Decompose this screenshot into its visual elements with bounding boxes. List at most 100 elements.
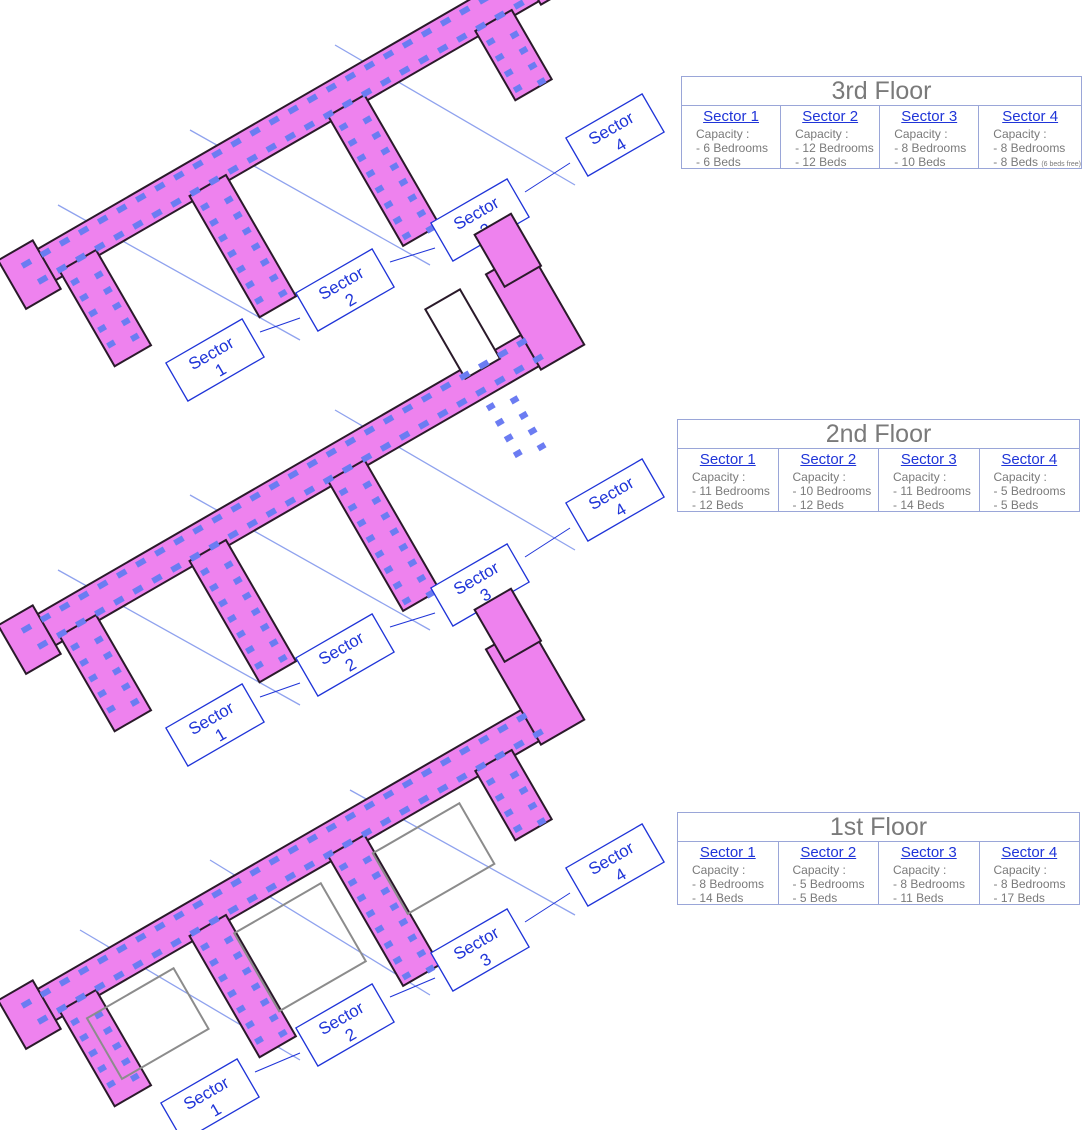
room-marker [496, 348, 509, 359]
room-marker [287, 104, 300, 115]
sector-cell-4: Sector 4 Capacity : - 5 Bedrooms - 5 Bed… [980, 449, 1080, 512]
room-marker [39, 612, 52, 623]
room-marker [494, 375, 506, 386]
beds-count: - 6 Beds [682, 155, 780, 169]
room-marker [218, 233, 228, 243]
room-marker [380, 146, 391, 156]
room-marker [246, 153, 259, 164]
beds-count: - 5 Beds [792, 891, 838, 905]
sector-cell-1: Sector 1 Capacity : - 8 Bedrooms - 14 Be… [678, 842, 779, 905]
sector-tag-box [565, 823, 665, 907]
room-marker [120, 317, 131, 327]
room-marker [303, 120, 316, 131]
beds-count: - 12 Beds [692, 498, 744, 512]
capacity-label: Capacity : [993, 863, 1047, 877]
room-marker [380, 511, 391, 521]
sector-tag-box [565, 458, 665, 542]
room-marker [111, 1041, 122, 1051]
sector-connector-line [259, 682, 301, 698]
room-marker [113, 230, 125, 241]
room-marker [439, 16, 452, 27]
room-marker [77, 965, 90, 976]
room-marker [436, 408, 449, 419]
room-marker [227, 529, 240, 540]
room-marker [382, 414, 395, 425]
wing-2 [188, 913, 298, 1059]
room-marker [227, 613, 237, 624]
sector-tag-box [295, 248, 395, 332]
bedrooms-count: - 6 Bedrooms [696, 141, 769, 155]
room-marker [254, 660, 264, 670]
room-marker [218, 973, 228, 983]
room-marker [382, 49, 395, 60]
room-marker [494, 750, 506, 761]
room-marker [88, 1048, 99, 1058]
room-marker [338, 487, 349, 497]
sector-connector-line [389, 977, 436, 998]
room-marker [389, 527, 400, 537]
capacity-label: Capacity : [795, 127, 849, 141]
room-marker [325, 82, 338, 93]
room-marker [303, 485, 316, 496]
room-marker [398, 917, 409, 927]
capacity-label: Capacity : [692, 863, 746, 877]
room-marker [249, 866, 261, 877]
room-marker [401, 38, 414, 49]
room-marker [170, 937, 182, 948]
room-marker [389, 162, 400, 172]
room-marker [208, 175, 220, 186]
room-marker [154, 921, 166, 932]
room-marker [477, 0, 490, 5]
room-marker [407, 193, 418, 203]
room-marker [509, 770, 520, 780]
room-marker [356, 153, 367, 163]
room-marker [277, 288, 288, 299]
wing-3 [326, 833, 441, 988]
room-marker [417, 794, 430, 805]
room-marker [170, 562, 182, 573]
wing-unconverted [423, 288, 502, 381]
room-marker [211, 888, 223, 899]
room-marker [211, 513, 223, 524]
room-marker [382, 789, 395, 800]
room-marker [120, 1057, 131, 1067]
room-marker [230, 502, 242, 513]
room-marker [344, 811, 357, 822]
room-marker [306, 833, 319, 844]
room-marker [398, 805, 411, 816]
room-marker [132, 219, 144, 230]
capacity-label: Capacity : [692, 470, 746, 484]
room-marker [151, 948, 163, 959]
room-marker [362, 480, 373, 490]
beds-note: (6 beds free) [1041, 161, 1082, 168]
room-marker [97, 323, 108, 334]
room-marker [250, 607, 261, 617]
room-marker [113, 595, 125, 606]
room-marker [527, 801, 538, 811]
sector-tag-box [165, 683, 265, 767]
room-marker [129, 697, 140, 707]
room-marker [383, 200, 394, 210]
room-marker [401, 231, 412, 241]
room-marker [102, 285, 113, 296]
room-marker [458, 5, 471, 16]
sector-name: Sector 2 [800, 844, 857, 861]
beds-count: - 10 Beds [880, 155, 978, 169]
room-marker [151, 208, 163, 219]
sector-cell-3: Sector 3 Capacity : - 11 Bedrooms - 14 B… [879, 449, 980, 512]
room-marker [417, 54, 430, 65]
room-marker [380, 886, 391, 896]
wing-3 [326, 458, 441, 613]
room-marker [227, 164, 240, 175]
room-marker [115, 203, 128, 214]
room-marker [94, 241, 106, 252]
room-marker [58, 976, 71, 987]
sector-cell-2: Sector 2 Capacity : - 12 Bedrooms - 12 B… [781, 106, 881, 169]
room-marker [55, 628, 68, 639]
capacity-label: Capacity : [792, 863, 846, 877]
beds-count: - 14 Beds [893, 498, 945, 512]
beds-count: - 17 Beds [993, 891, 1045, 905]
